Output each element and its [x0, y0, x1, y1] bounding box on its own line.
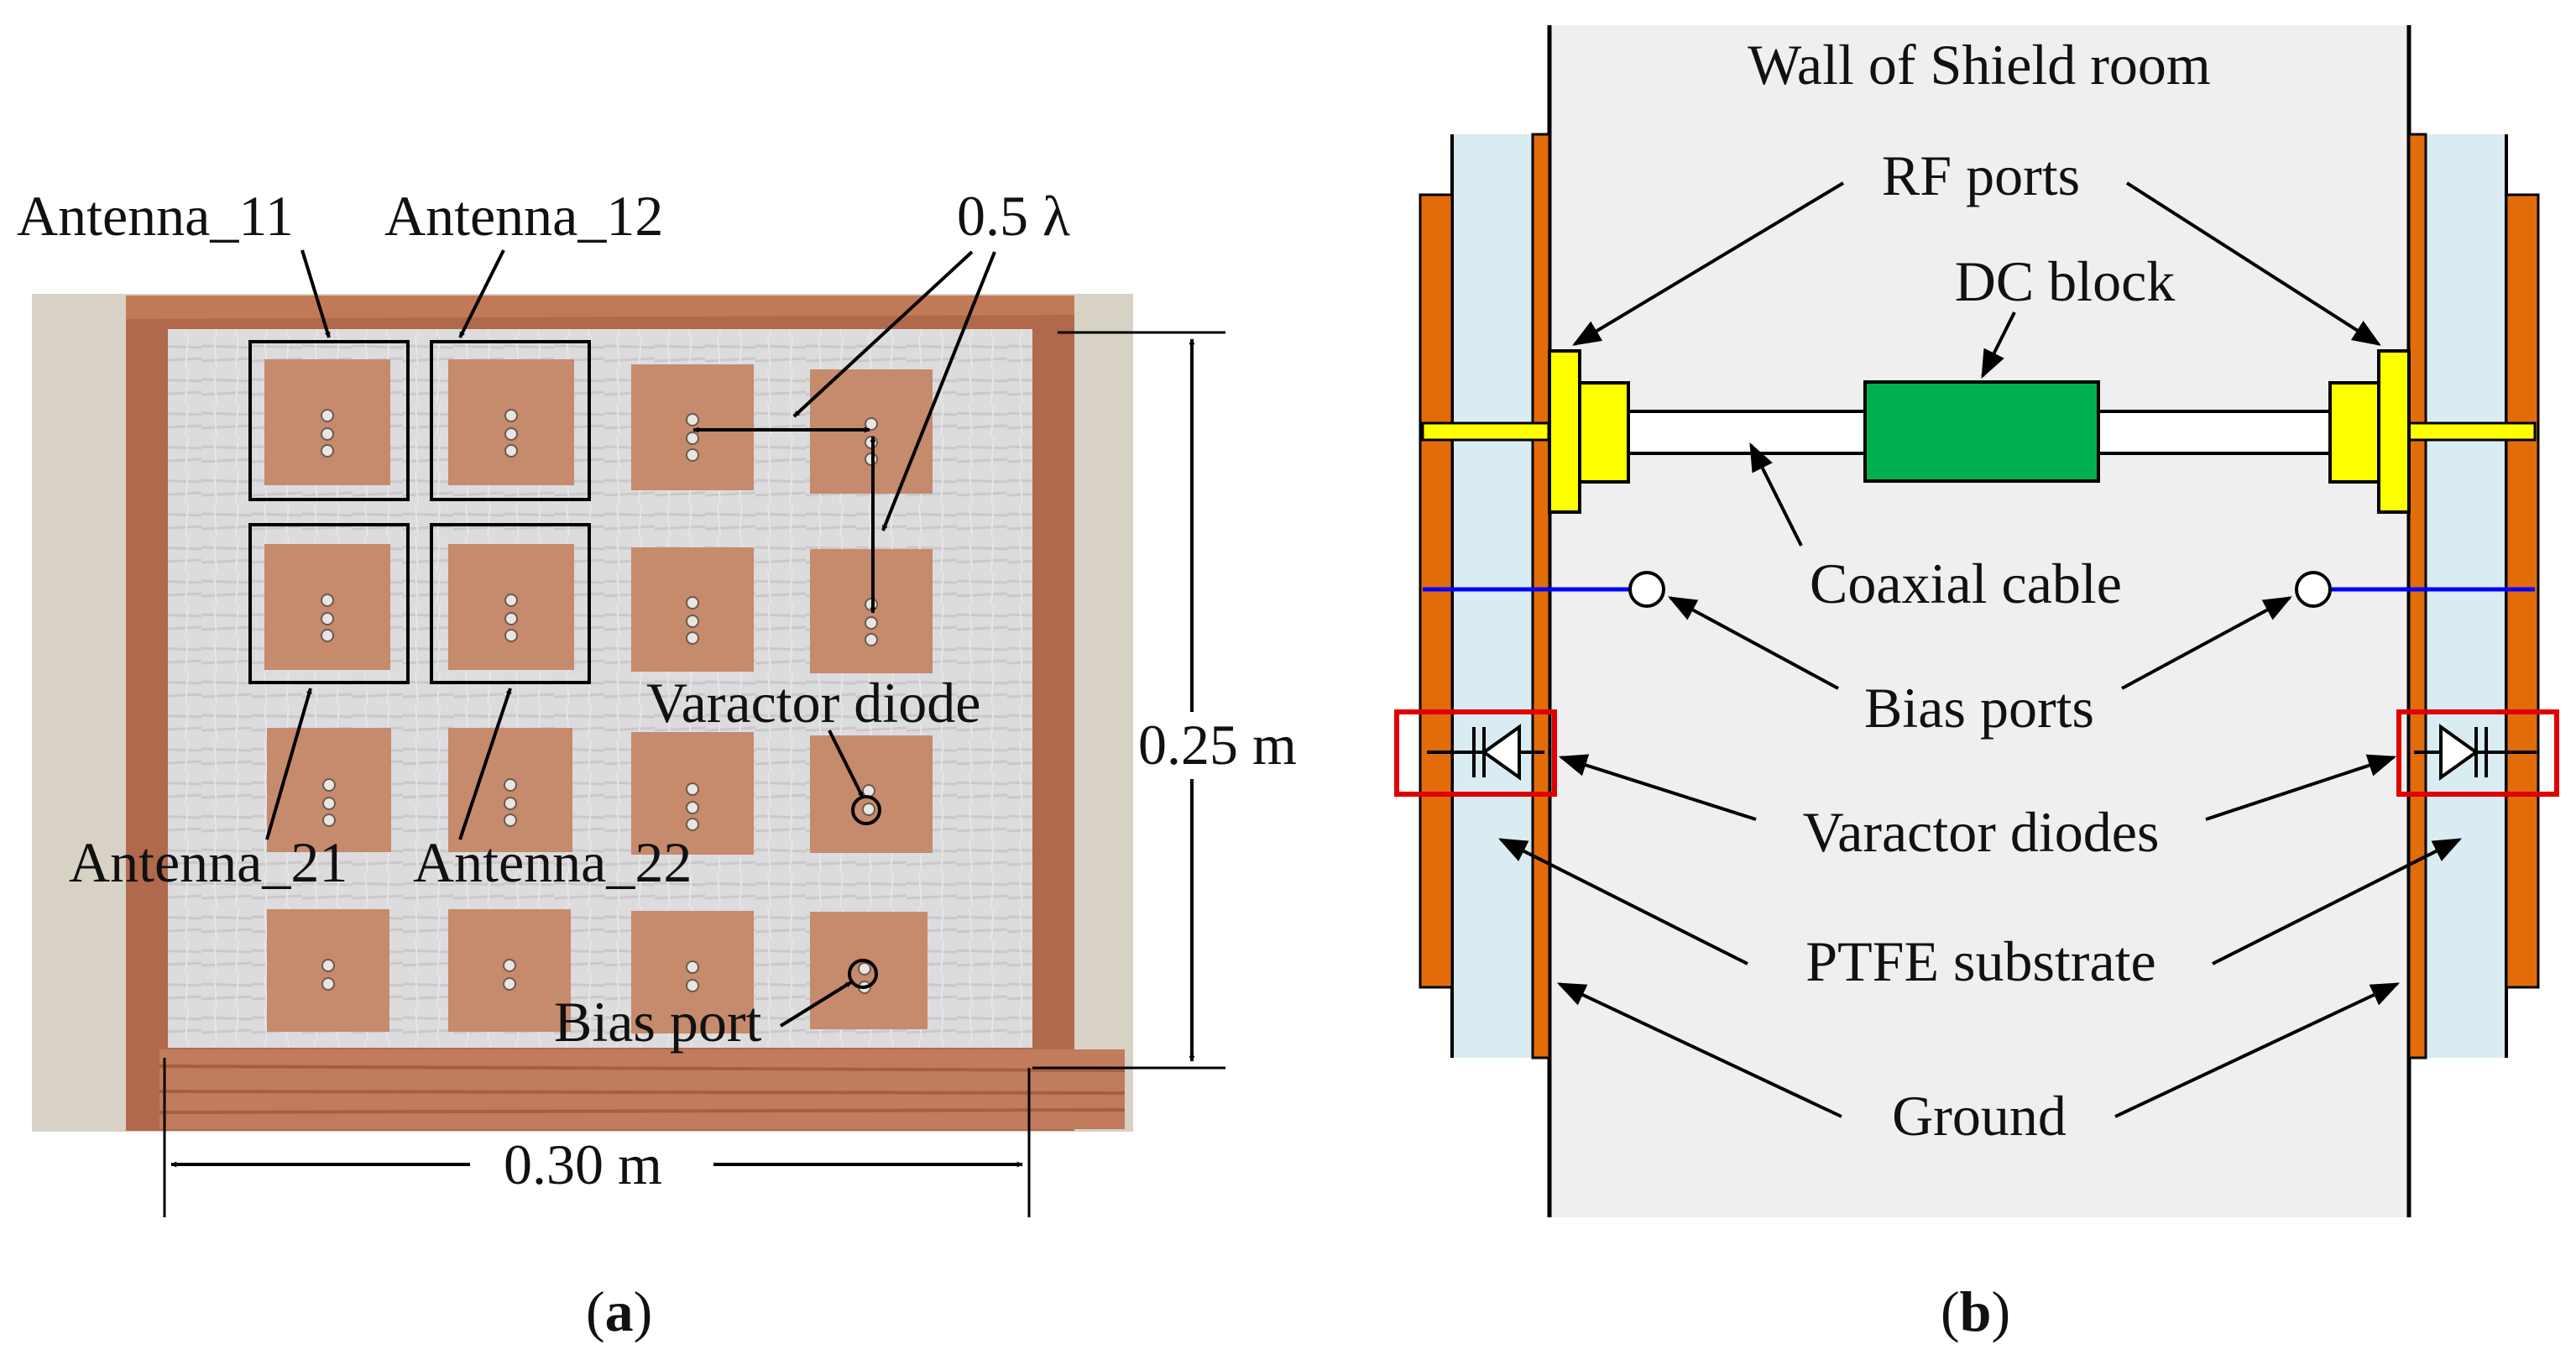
left-ground-layer [1531, 133, 1551, 1059]
width-label: 0.30 m [504, 1133, 662, 1196]
dc-block [1863, 380, 2100, 483]
rf-ports-label: RF ports [1882, 144, 2080, 207]
varactor-diode-marker [851, 795, 881, 825]
antenna-11-label: Antenna_11 [17, 184, 294, 248]
antenna-22-label: Antenna_22 [413, 830, 692, 894]
copper-tape-bottom [159, 1049, 1125, 1129]
left-rf-connector [1578, 381, 1630, 484]
right-feed-pin [2407, 421, 2537, 442]
antenna-21-label: Antenna_21 [69, 830, 347, 894]
dc-block-label: DC block [1955, 249, 2176, 313]
right-bias-port [2295, 571, 2332, 608]
right-rf-connector [2328, 381, 2380, 484]
right-varactor-diode [2414, 724, 2537, 781]
wall-title: Wall of Shield room [1748, 33, 2211, 97]
left-varactor-highlight [1394, 709, 1557, 797]
left-ptfe-substrate [1452, 134, 1533, 1058]
height-label: 0.25 m [1138, 713, 1297, 777]
varactor-diode-label: Varactor diode [646, 671, 980, 735]
spacing-label: 0.5 λ [957, 184, 1070, 248]
bias-ports-label: Bias ports [1864, 676, 2094, 740]
coaxial-cable-label: Coaxial cable [1810, 552, 2122, 615]
ptfe-substrate-label: PTFE substrate [1805, 929, 2155, 993]
left-rf-port [1548, 349, 1581, 514]
right-ptfe-substrate [2426, 134, 2506, 1058]
bias-port-label: Bias port [554, 990, 762, 1054]
right-rf-port [2377, 349, 2411, 514]
varactor-diodes-label: Varactor diodes [1803, 800, 2160, 864]
left-bias-port [1628, 571, 1665, 608]
solder-points [321, 409, 878, 994]
caption-b: (b) [1941, 1279, 2010, 1343]
caption-a: (a) [586, 1279, 652, 1343]
right-varactor-highlight [2396, 709, 2559, 797]
antenna-22-box [430, 523, 591, 684]
antenna-21-box [248, 523, 410, 684]
right-ground-layer [2407, 133, 2427, 1059]
bias-port-marker [848, 959, 878, 989]
shield-room-wall [1549, 25, 2409, 1217]
antenna-12-label: Antenna_12 [384, 184, 663, 248]
panel-a: Antenna_11 Antenna_12 0.5 λ Varactor dio… [17, 184, 1297, 1343]
left-feed-pin [1421, 421, 1550, 442]
patch [631, 364, 754, 490]
panel-b: Wall of Shield room RF ports DC block Co… [1394, 25, 2559, 1343]
antenna-12-box [430, 340, 591, 501]
left-varactor-diode [1427, 724, 1544, 781]
antenna-11-box [248, 340, 410, 501]
ground-label: Ground [1892, 1084, 2067, 1148]
